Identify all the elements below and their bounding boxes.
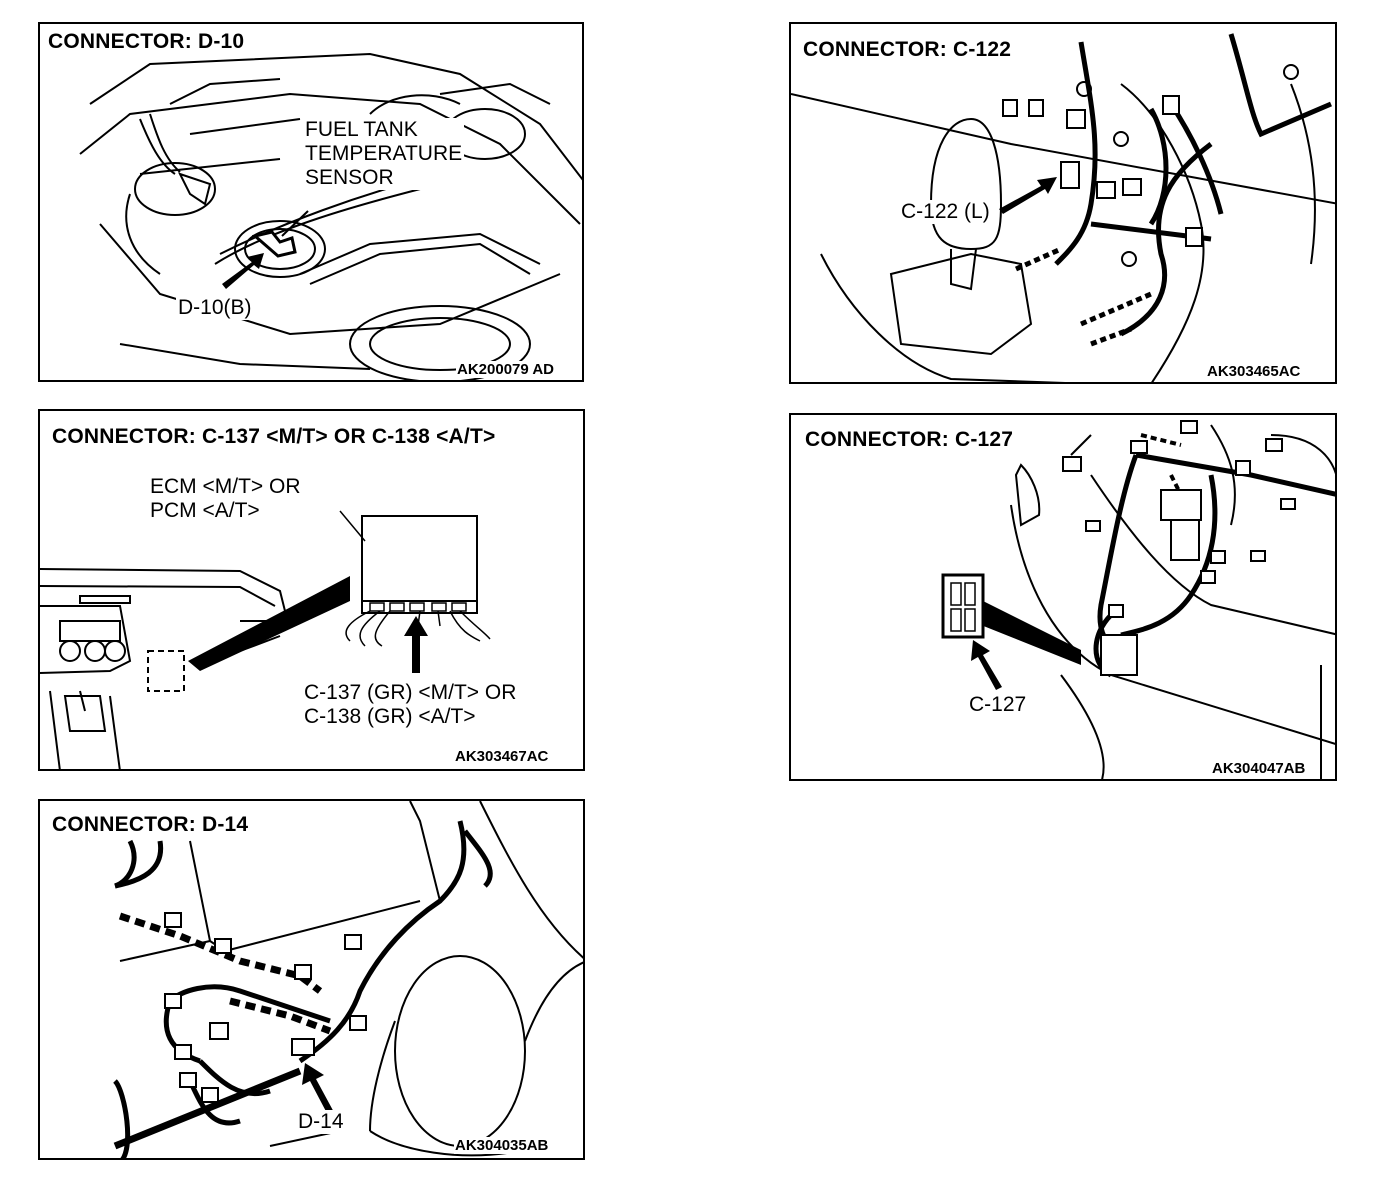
figure-code: AK303467AC [454, 748, 550, 765]
figure-code: AK304035AB [454, 1137, 550, 1154]
panel-title: CONNECTOR: C-122 [801, 38, 1014, 62]
panel-connector-c137-c138: CONNECTOR: C-137 <M/T> OR C-138 <A/T> EC… [38, 409, 585, 771]
ecm-pcm-drawing [40, 510, 491, 769]
panel-title: CONNECTOR: C-127 [803, 428, 1016, 452]
connector-d14-label: D-14 [296, 1110, 346, 1134]
fuel-tank-drawing [79, 52, 582, 380]
wheel-harness-drawing [112, 801, 583, 1158]
ecm-pcm-label: ECM <M/T> OR PCM <A/T> [148, 475, 303, 523]
panel-connector-c127: CONNECTOR: C-127 C-127 AK304047AB [789, 413, 1337, 781]
panel-connector-d10: CONNECTOR: D-10 FUEL TANK TEMPERATURE SE… [38, 22, 584, 382]
figure-code: AK303465AC [1206, 363, 1302, 380]
panel-title: CONNECTOR: D-14 [50, 813, 251, 837]
figure-code: AK304047AB [1211, 760, 1307, 777]
connector-c137-c138-label: C-137 (GR) <M/T> OR C-138 (GR) <A/T> [302, 681, 519, 729]
connector-c122-label: C-122 (L) [899, 200, 992, 224]
panel-connector-c122: CONNECTOR: C-122 C-122 (L) AK303465AC [789, 22, 1337, 384]
junction-harness-drawing [941, 420, 1335, 779]
fuel-tank-temperature-sensor-label: FUEL TANK TEMPERATURE SENSOR [303, 118, 465, 190]
figure-code: AK200079 AD [456, 361, 555, 378]
panel-title: CONNECTOR: D-10 [46, 30, 247, 54]
gear-shifter-drawing [791, 33, 1335, 382]
connector-c127-label: C-127 [967, 693, 1029, 717]
panel-connector-d14: CONNECTOR: D-14 D-14 AK304035AB [38, 799, 585, 1160]
connector-d10-label: D-10(B) [176, 296, 254, 320]
panel-title: CONNECTOR: C-137 <M/T> OR C-138 <A/T> [50, 425, 498, 449]
